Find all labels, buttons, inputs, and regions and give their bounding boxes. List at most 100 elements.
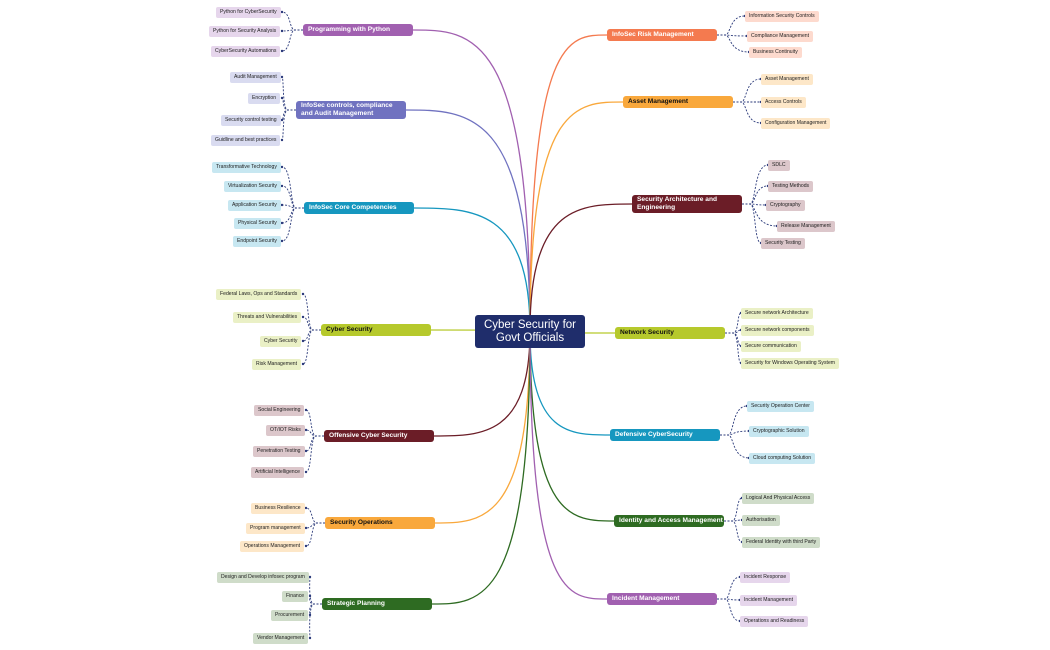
subtopic-line-iam-0 bbox=[724, 497, 743, 522]
subtopic-programming-0[interactable]: Python for CyberSecurity bbox=[216, 6, 281, 18]
subtopic-line-cyber-0 bbox=[302, 293, 321, 331]
branch-line-asset bbox=[529, 101, 624, 332]
subtopic-line-cyber-2 bbox=[302, 329, 321, 342]
subtopic-line-iam-2 bbox=[724, 520, 743, 543]
subtopic-network-1[interactable]: Secure network components bbox=[741, 324, 814, 336]
subtopic-programming-2[interactable]: CyberSecurity Automations bbox=[211, 45, 281, 57]
subtopic-line-defensive-1 bbox=[720, 430, 750, 436]
subtopic-programming-1[interactable]: Python for Security Analysis bbox=[209, 25, 281, 37]
subtopic-defensive-1[interactable]: Cryptographic Solution bbox=[749, 425, 809, 437]
subtopic-controls-2[interactable]: Security control testing bbox=[221, 114, 281, 126]
subtopic-incident-1[interactable]: Incident Management bbox=[740, 594, 797, 606]
topic-core[interactable]: InfoSec Core Competencies bbox=[304, 202, 414, 214]
subtopic-cyber-3[interactable]: Risk Management bbox=[252, 358, 302, 370]
subtopic-network-2[interactable]: Secure communication bbox=[741, 340, 801, 352]
subtopic-line-offensive-1 bbox=[305, 429, 324, 437]
connector-arrow bbox=[280, 239, 284, 243]
connector-arrow bbox=[280, 165, 284, 169]
subtopic-arch-4[interactable]: Security Testing bbox=[761, 237, 805, 249]
subtopic-cyber-1[interactable]: Threats and Vulnerabilities bbox=[233, 311, 302, 323]
subtopic-incident-0[interactable]: Incident Response bbox=[740, 571, 791, 583]
subtopic-cyber-0[interactable]: Federal Laws, Ops and Standards bbox=[216, 288, 302, 300]
topic-strategic[interactable]: Strategic Planning bbox=[322, 598, 432, 610]
subtopic-network-0[interactable]: Secure network Architecture bbox=[741, 307, 813, 319]
subtopic-line-incident-0 bbox=[717, 576, 741, 600]
subtopic-controls-3[interactable]: Guidline and best practices bbox=[211, 134, 281, 146]
connector-arrow bbox=[280, 221, 284, 225]
subtopic-line-defensive-2 bbox=[720, 434, 750, 459]
subtopic-line-offensive-2 bbox=[305, 435, 324, 452]
subtopic-core-0[interactable]: Transformative Technology bbox=[212, 161, 281, 173]
subtopic-line-secops-2 bbox=[305, 522, 325, 547]
subtopic-arch-0[interactable]: SDLC bbox=[768, 159, 790, 171]
topic-network[interactable]: Network Security bbox=[615, 327, 725, 339]
topic-asset[interactable]: Asset Management bbox=[623, 96, 733, 108]
subtopic-asset-2[interactable]: Configuration Management bbox=[761, 117, 831, 129]
subtopic-arch-1[interactable]: Testing Methods bbox=[768, 180, 814, 192]
topic-cyber[interactable]: Cyber Security bbox=[321, 324, 431, 336]
central-topic[interactable]: Cyber Security for Govt Officials bbox=[475, 315, 585, 348]
topic-controls[interactable]: InfoSec controls, compliance and Audit M… bbox=[296, 101, 406, 119]
subtopic-offensive-3[interactable]: Artificial Intelligence bbox=[251, 466, 305, 478]
subtopic-arch-2[interactable]: Cryptography bbox=[766, 199, 805, 211]
subtopic-line-strategic-3 bbox=[309, 603, 322, 639]
branch-line-core bbox=[413, 207, 531, 332]
subtopic-secops-1[interactable]: Program management bbox=[246, 522, 305, 534]
topic-secops[interactable]: Security Operations bbox=[325, 517, 435, 529]
topic-iam[interactable]: Identity and Access Management bbox=[614, 515, 724, 527]
subtopic-offensive-2[interactable]: Penetration Testing bbox=[253, 445, 305, 457]
subtopic-iam-0[interactable]: Logical And Physical Access bbox=[742, 492, 815, 504]
subtopic-network-3[interactable]: Security for Windows Operating System bbox=[741, 357, 840, 369]
subtopic-strategic-1[interactable]: Finance bbox=[282, 590, 309, 602]
subtopic-strategic-2[interactable]: Procurement bbox=[271, 609, 309, 621]
subtopic-arch-3[interactable]: Release Management bbox=[777, 220, 835, 232]
subtopic-risk-2[interactable]: Business Continuity bbox=[749, 46, 802, 58]
subtopic-line-network-2 bbox=[725, 332, 742, 347]
subtopic-strategic-0[interactable]: Design and Develop infosec program bbox=[217, 571, 309, 583]
subtopic-incident-2[interactable]: Operations and Readiness bbox=[740, 615, 809, 627]
subtopic-risk-1[interactable]: Compliance Management bbox=[747, 30, 814, 42]
connector-arrow bbox=[304, 470, 308, 474]
subtopic-line-asset-2 bbox=[733, 101, 762, 124]
subtopic-line-incident-2 bbox=[717, 598, 741, 622]
subtopic-core-1[interactable]: Virtualization Security bbox=[224, 180, 281, 192]
connector-arrow bbox=[280, 29, 284, 33]
subtopic-asset-0[interactable]: Asset Management bbox=[761, 73, 813, 85]
subtopic-line-risk-2 bbox=[717, 34, 750, 53]
subtopic-line-arch-0 bbox=[742, 164, 769, 205]
subtopic-iam-2[interactable]: Federal Identity with third Party bbox=[742, 536, 821, 548]
connector-arrow bbox=[301, 315, 305, 319]
branch-line-risk bbox=[529, 34, 608, 332]
topic-defensive[interactable]: Defensive CyberSecurity bbox=[610, 429, 720, 441]
subtopic-strategic-3[interactable]: Vendor Management bbox=[253, 632, 309, 644]
connector-arrow bbox=[280, 49, 284, 53]
topic-arch[interactable]: Security Architecture and Engineering bbox=[632, 195, 742, 213]
subtopic-asset-1[interactable]: Access Controls bbox=[761, 96, 806, 108]
subtopic-core-4[interactable]: Endpoint Security bbox=[233, 235, 281, 247]
subtopic-line-programming-2 bbox=[281, 29, 303, 52]
topic-risk[interactable]: InfoSec Risk Management bbox=[607, 29, 717, 41]
subtopic-line-secops-1 bbox=[305, 522, 325, 529]
subtopic-core-2[interactable]: Application Security bbox=[228, 199, 281, 211]
subtopic-controls-1[interactable]: Encryption bbox=[248, 92, 281, 104]
subtopic-controls-0[interactable]: Audit Management bbox=[230, 71, 281, 83]
subtopic-defensive-2[interactable]: Cloud computing Solution bbox=[749, 452, 816, 464]
connector-arrow bbox=[301, 362, 305, 366]
topic-offensive[interactable]: Offensive Cyber Security bbox=[324, 430, 434, 442]
subtopic-cyber-2[interactable]: Cyber Security bbox=[260, 335, 302, 347]
subtopic-core-3[interactable]: Physical Security bbox=[234, 217, 281, 229]
subtopic-line-cyber-1 bbox=[302, 316, 321, 331]
subtopic-offensive-0[interactable]: Social Engineering bbox=[254, 404, 305, 416]
subtopic-defensive-0[interactable]: Security Operation Center bbox=[747, 400, 814, 412]
subtopic-line-asset-0 bbox=[733, 78, 762, 103]
subtopic-secops-0[interactable]: Business Resilience bbox=[251, 502, 305, 514]
subtopic-offensive-1[interactable]: OT/IOT Risks bbox=[266, 424, 305, 436]
subtopic-secops-2[interactable]: Operations Management bbox=[240, 540, 305, 552]
subtopic-risk-0[interactable]: Information Security Controls bbox=[745, 10, 819, 22]
topic-incident[interactable]: Incident Management bbox=[607, 593, 717, 605]
topic-programming[interactable]: Programming with Python bbox=[303, 24, 413, 36]
connector-arrow bbox=[304, 526, 308, 530]
subtopic-iam-1[interactable]: Authorisation bbox=[742, 514, 780, 526]
